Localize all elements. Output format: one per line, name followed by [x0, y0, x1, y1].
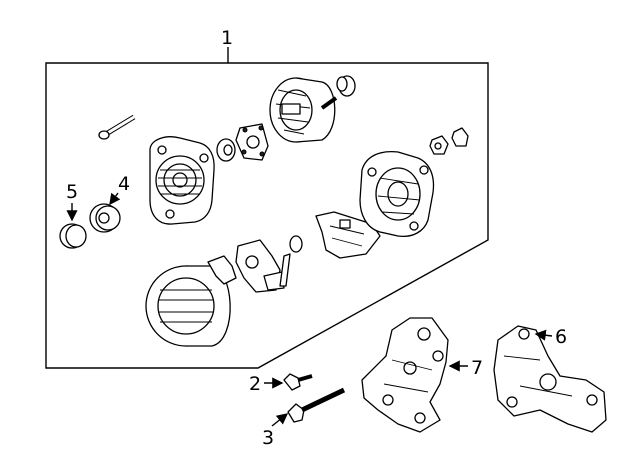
through-bolt	[98, 114, 136, 140]
rear-housing	[359, 150, 435, 238]
assembly-outline	[45, 47, 489, 369]
callout-3: 3	[262, 427, 274, 449]
pulley	[89, 203, 121, 233]
long-bolt	[287, 387, 346, 423]
callout-6: 6	[555, 326, 567, 348]
pulley-cap	[59, 223, 87, 249]
callout-7: 7	[471, 357, 483, 379]
terminal-nut	[429, 135, 449, 155]
rotor	[269, 77, 338, 143]
rectifier	[207, 239, 291, 293]
bearing	[216, 138, 236, 162]
leader-lines	[66, 192, 553, 427]
mounting-bolt	[283, 373, 313, 391]
retainer-plate	[235, 123, 269, 161]
callout-1: 1	[221, 27, 233, 49]
brush-holder	[315, 211, 381, 259]
front-housing	[149, 136, 215, 225]
stator	[145, 265, 231, 347]
callout-4: 4	[118, 173, 130, 195]
rear-bearing	[336, 75, 356, 97]
callout-2: 2	[249, 373, 261, 395]
adjust-bracket	[493, 325, 607, 433]
o-ring	[289, 235, 303, 253]
callout-5: 5	[66, 181, 78, 203]
terminal-cap	[451, 127, 469, 147]
alternator-bracket	[361, 317, 449, 433]
